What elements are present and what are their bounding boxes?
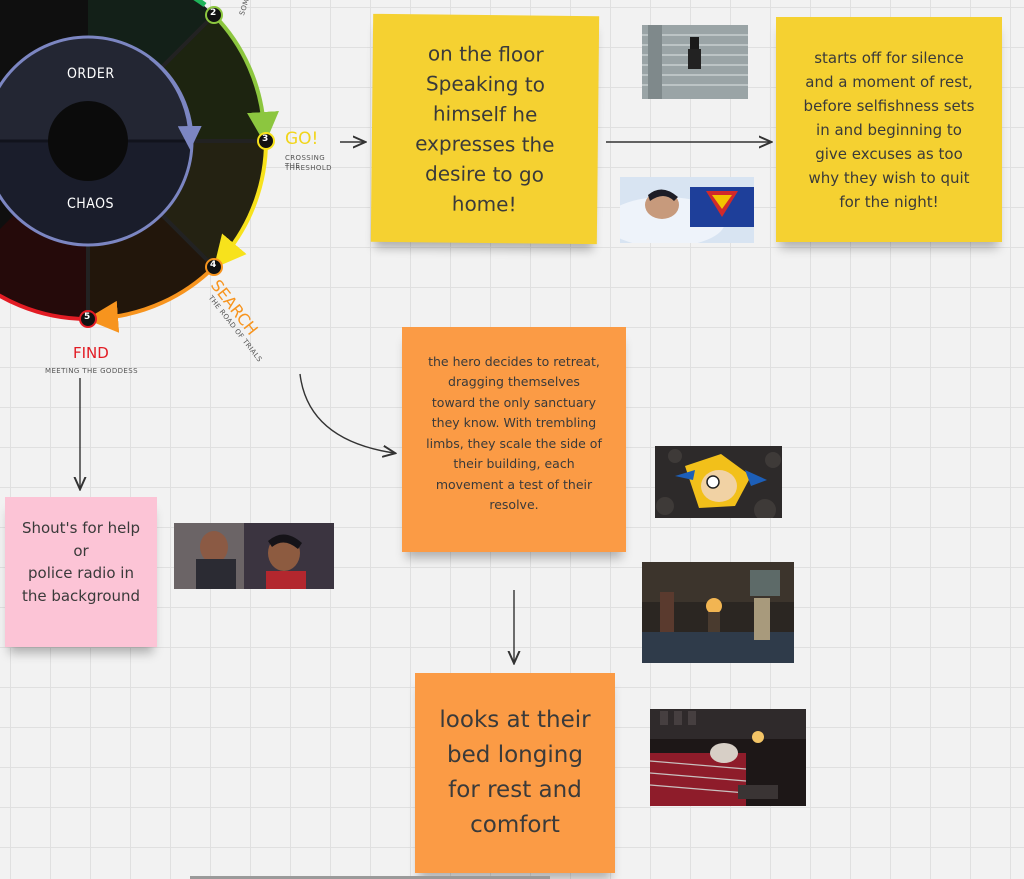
story-wheel-graphic: [0, 0, 279, 333]
note-line: looks at their: [439, 707, 591, 733]
order-label: ORDER: [67, 66, 115, 82]
note-line: for the night!: [839, 192, 939, 211]
stage-5-number: 5: [84, 312, 91, 322]
story-wheel[interactable]: ORDER CHAOS 2 3 4 5 SOME GO! CROSSING TH…: [0, 0, 332, 380]
horizontal-scrollbar[interactable]: [190, 876, 550, 879]
note-line: their building, each: [453, 456, 575, 471]
note-line: desire to go: [425, 161, 545, 187]
note-line: bed longing: [447, 742, 583, 768]
note-line: movement a test of their: [435, 476, 593, 492]
living-room-image[interactable]: [642, 562, 794, 663]
sticky-note-bed[interactable]: looks at their bed longing for rest and …: [415, 673, 615, 873]
note-line: for rest and: [448, 777, 582, 803]
superman-lying-image[interactable]: [620, 177, 754, 243]
note-line: and a moment of rest,: [805, 72, 973, 91]
note-line: Shout's for help: [21, 519, 141, 537]
chaos-label: CHAOS: [67, 196, 115, 212]
note-line: police radio in: [28, 564, 134, 582]
stage-3-number: 3: [262, 134, 269, 144]
figure-on-stairs-image[interactable]: [642, 25, 748, 99]
sticky-note-on-the-floor[interactable]: on the floor Speaking to himself he expr…: [370, 13, 600, 245]
stage-3-subtitle-line2: THRESHOLD: [285, 164, 332, 172]
bedroom-image[interactable]: [650, 709, 806, 806]
note-line: on the floor: [427, 41, 544, 67]
stage-3-title: GO!: [285, 129, 319, 149]
stage-5-subtitle: MEETING THE GODDESS: [45, 367, 138, 375]
note-line: starts off for silence: [814, 48, 964, 67]
stage-5-title: FIND: [73, 344, 109, 362]
note-line: Speaking to: [425, 71, 546, 97]
note-line: comfort: [470, 812, 560, 838]
note-line: in and beginning to: [816, 120, 962, 139]
note-line: the hero decides to retreat,: [428, 353, 600, 369]
sticky-note-silence[interactable]: starts off for silence and a moment of r…: [776, 17, 1002, 242]
note-line: or: [73, 541, 89, 560]
note-line: expresses the: [415, 131, 555, 157]
note-line: limbs, they scale the side of: [426, 435, 602, 451]
note-line: before selfishness sets: [803, 96, 975, 115]
note-line: the background: [21, 586, 141, 605]
note-line: dragging themselves: [448, 374, 580, 389]
stage-4-number: 4: [210, 260, 217, 270]
stage-2-number: 2: [210, 8, 217, 18]
note-line: home!: [451, 191, 517, 217]
note-line: himself he: [432, 101, 538, 127]
note-line: give excuses as too: [815, 144, 963, 163]
spider-verse-image[interactable]: [174, 523, 334, 589]
sticky-note-retreat[interactable]: the hero decides to retreat, dragging th…: [402, 327, 626, 552]
stage-3-subtitle-line1: CROSSING THE: [285, 154, 326, 170]
note-line: toward the only sanctuary: [431, 394, 597, 410]
note-line: they know. With trembling: [431, 415, 597, 430]
note-line: why they wish to quit: [808, 168, 970, 187]
invincible-hero-image[interactable]: [655, 446, 782, 518]
note-line: resolve.: [489, 497, 539, 512]
sticky-note-help[interactable]: Shout's for help or police radio in the …: [5, 497, 157, 647]
